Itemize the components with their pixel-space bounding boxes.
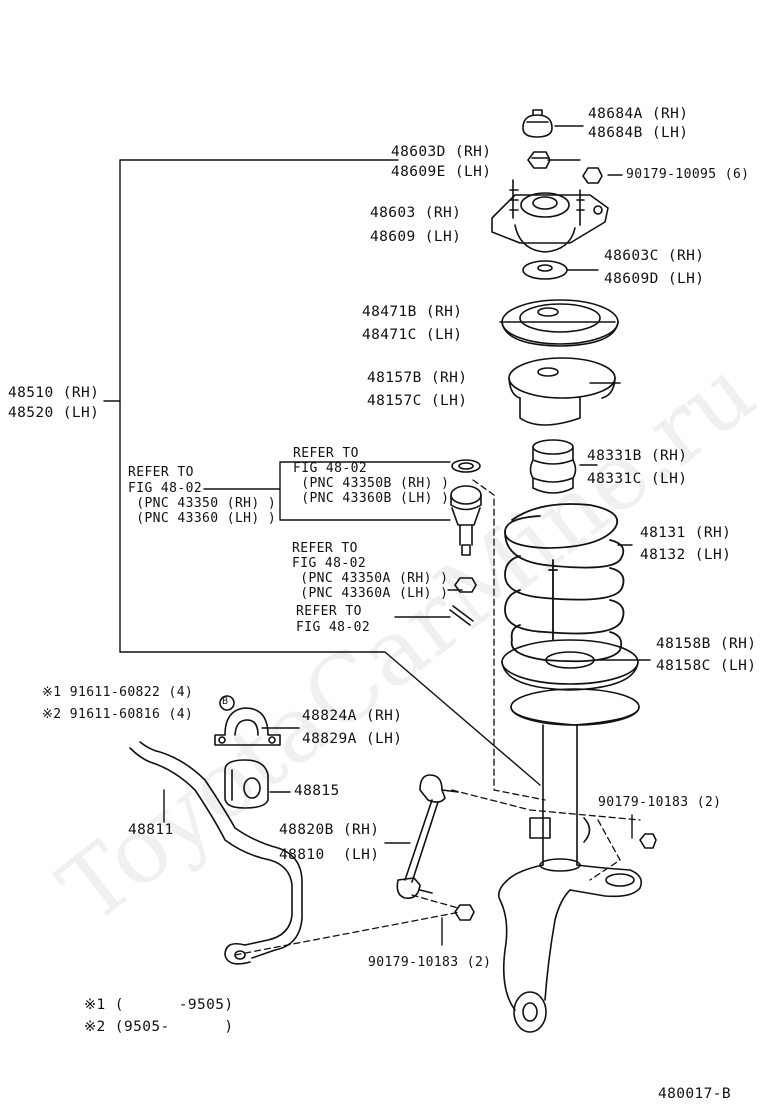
- bracket-drawing: [214, 695, 281, 746]
- label-90179-10095: 90179-10095 (6): [626, 167, 750, 182]
- ref1-line1: REFER TO: [128, 465, 194, 480]
- label-48824a: 48824A (RH): [302, 708, 403, 724]
- leader-lines: [103, 125, 651, 946]
- ref1-line3: (PNC 43350 (RH) ): [128, 496, 277, 511]
- label-48811: 48811: [128, 822, 174, 838]
- dashed-lines: [234, 479, 641, 956]
- stabilizer-bar-drawing: [129, 741, 303, 965]
- label-48331b: 48331B (RH): [587, 448, 688, 464]
- label-48609e: 48609E (LH): [391, 164, 492, 180]
- mount-cap-drawing: [522, 109, 553, 138]
- ref2-line2: FIG 48-02: [293, 461, 368, 476]
- label-48820b: 48820B (RH): [279, 822, 380, 838]
- label-bolt-1: ※1 91611-60822 (4): [42, 685, 194, 700]
- label-48132: 48132 (LH): [640, 547, 732, 563]
- ref4-line1: REFER TO: [296, 604, 362, 619]
- label-48684b: 48684B (LH): [588, 125, 689, 141]
- label-48157b: 48157B (RH): [367, 370, 468, 386]
- label-48157c: 48157C (LH): [367, 393, 468, 409]
- upper-seat-drawing: [501, 299, 619, 347]
- label-48510: 48510 (RH): [8, 385, 100, 401]
- note-2: ※2 (9505- ): [84, 1019, 234, 1035]
- label-48603d: 48603D (RH): [391, 144, 492, 160]
- ref3-line4: (PNC 43360A (LH) ): [292, 586, 449, 601]
- figure-id: 480017-B: [658, 1086, 732, 1102]
- ref4-line2: FIG 48-02: [296, 620, 371, 635]
- bushing-drawing: [224, 759, 269, 809]
- label-48158c: 48158C (LH): [656, 658, 757, 674]
- lower-seat-drawing: [501, 639, 639, 691]
- label-48158b: 48158B (RH): [656, 636, 757, 652]
- nut-drawing: [527, 151, 603, 184]
- strut-support-drawing: [491, 179, 609, 253]
- label-48609d: 48609D (LH): [604, 271, 705, 287]
- stabilizer-link-drawing: [396, 774, 657, 921]
- insulator-drawing: [508, 357, 616, 426]
- ref3-line3: (PNC 43350A (RH) ): [292, 571, 449, 586]
- label-48131: 48131 (RH): [640, 525, 732, 541]
- label-48609: 48609 (LH): [370, 229, 462, 245]
- washer-drawing: [522, 260, 568, 280]
- label-48810: 48810 (LH): [279, 847, 380, 863]
- label-48520: 48520 (LH): [8, 405, 100, 421]
- bump-stopper-drawing: [529, 439, 577, 494]
- label-90179-10183-a: 90179-10183 (2): [598, 795, 722, 810]
- label-48471c: 48471C (LH): [362, 327, 463, 343]
- marker-b: B: [222, 696, 229, 707]
- label-bolt-2: ※2 91611-60816 (4): [42, 707, 194, 722]
- label-90179-10183-b: 90179-10183 (2): [368, 955, 492, 970]
- ref1-line2: FIG 48-02: [128, 481, 203, 496]
- label-48331c: 48331C (LH): [587, 471, 688, 487]
- ref2-line1: REFER TO: [293, 446, 359, 461]
- ref3-line1: REFER TO: [292, 541, 358, 556]
- ref3-line2: FIG 48-02: [292, 556, 367, 571]
- ref2-line4: (PNC 43360B (LH) ): [293, 491, 450, 506]
- label-48471b: 48471B (RH): [362, 304, 463, 320]
- ref2-line3: (PNC 43350B (RH) ): [293, 476, 450, 491]
- strut-drawing: [497, 688, 643, 1033]
- coil-spring-drawing: [504, 503, 625, 663]
- label-48684a: 48684A (RH): [588, 106, 689, 122]
- label-48815: 48815: [294, 783, 340, 799]
- label-48603c: 48603C (RH): [604, 248, 705, 264]
- ref1-line4: (PNC 43360 (LH) ): [128, 511, 277, 526]
- label-48829a: 48829A (LH): [302, 731, 403, 747]
- ball-joint-drawing: [449, 459, 482, 626]
- label-48603: 48603 (RH): [370, 205, 462, 221]
- note-1: ※1 ( -9505): [84, 997, 234, 1013]
